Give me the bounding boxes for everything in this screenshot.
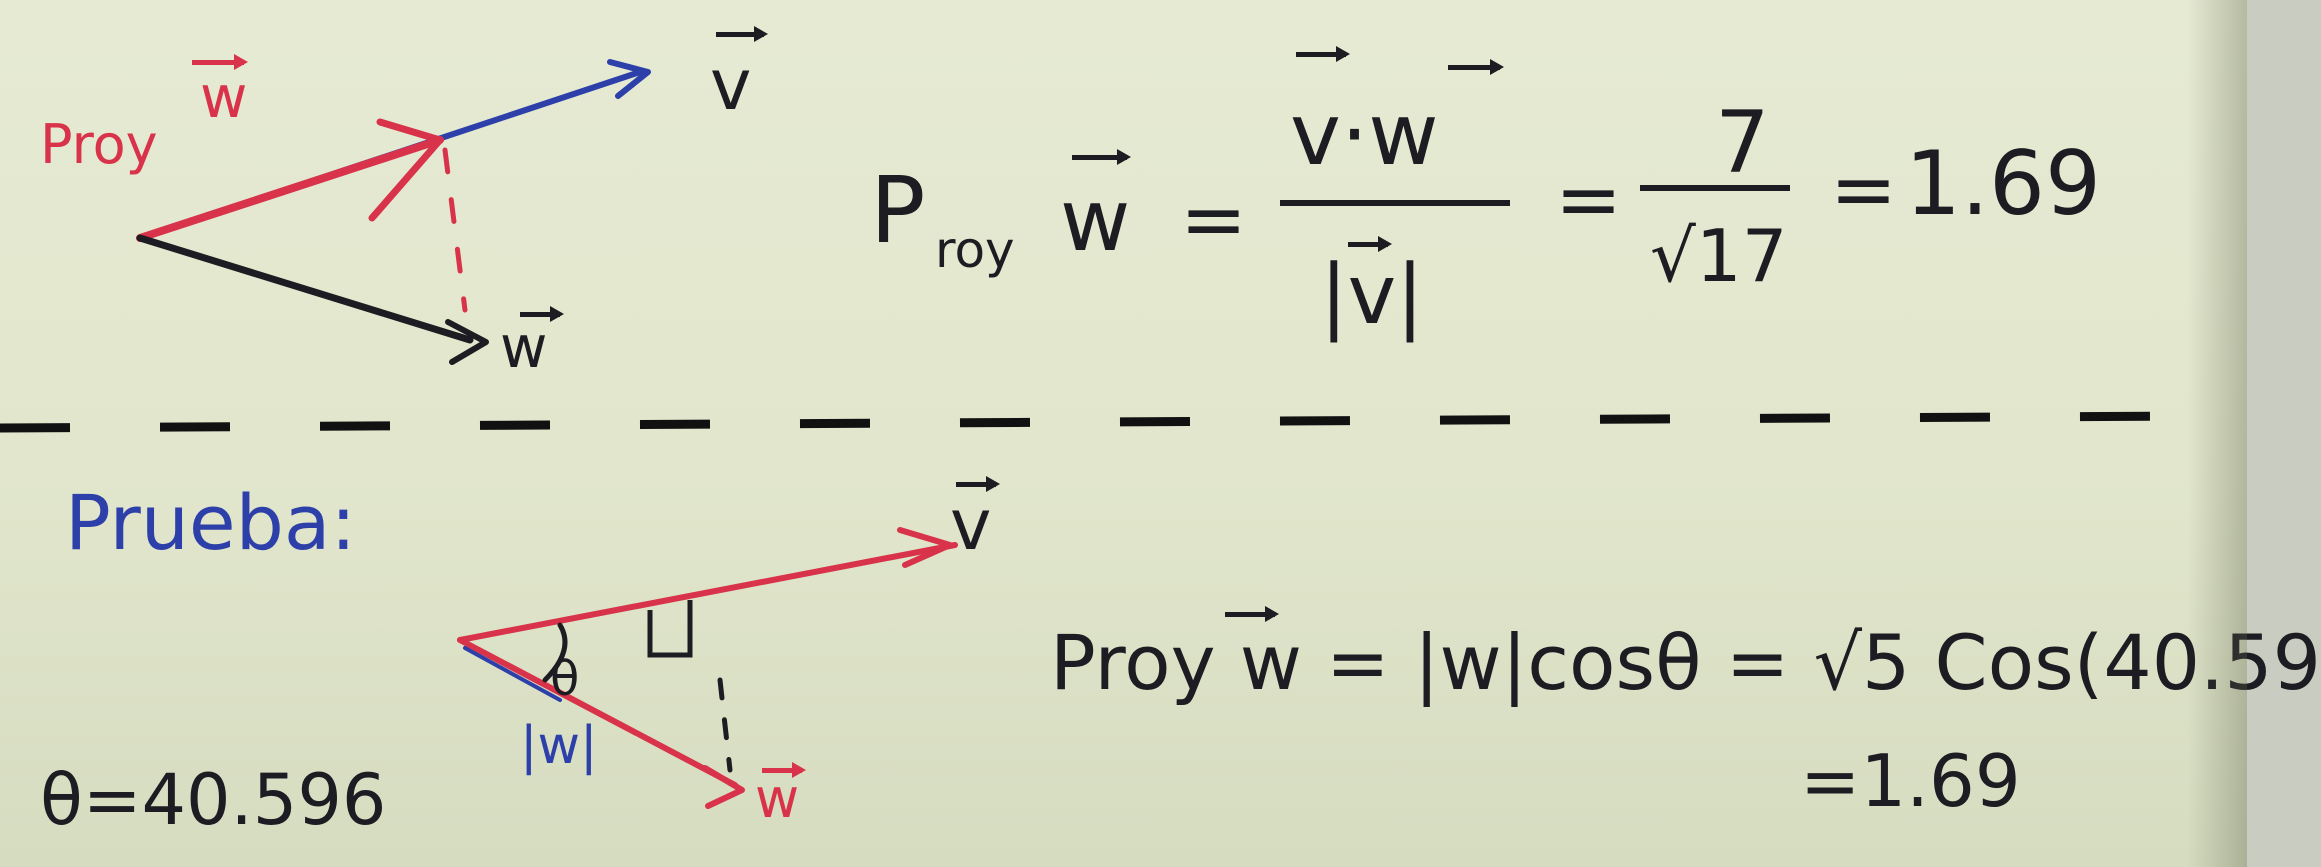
label-w-bottom: w xyxy=(755,767,800,830)
formula-eq2: = xyxy=(1555,153,1623,246)
formula-proy-p: P xyxy=(870,157,926,264)
formula-eq1: = xyxy=(1180,173,1248,266)
formula-result: 1.69 xyxy=(1905,132,2101,235)
label-v-top-arrow-icon xyxy=(716,26,768,42)
top-projection xyxy=(136,136,444,242)
label-theta: θ xyxy=(550,651,580,707)
bottom-formula-line2: =1.69 xyxy=(1800,739,2021,823)
formula-proy-w: w xyxy=(1060,171,1131,271)
separator-dashes xyxy=(0,411,2201,433)
bottom-vector-w xyxy=(457,637,738,788)
diagram-layer xyxy=(0,59,2201,809)
label-proj-w-arrow-icon xyxy=(192,54,248,70)
numerator-w-arrow-icon xyxy=(1448,59,1504,75)
theta-value: θ=40.596 xyxy=(40,759,387,841)
top-vector-w-arrowhead xyxy=(445,319,489,365)
label-proj-w: w xyxy=(200,63,248,131)
label-proy: Proy xyxy=(40,113,158,176)
top-diagram xyxy=(136,59,651,365)
label-w-bottom-arrow-icon xyxy=(762,762,806,778)
bottom-dashed-perpendicular xyxy=(717,677,733,773)
label-abs-w: |w| xyxy=(520,716,598,776)
formula-proy-sub: roy xyxy=(935,221,1015,279)
bottom-vector-w-blue xyxy=(463,646,562,702)
top-vector-v-arrowhead xyxy=(607,59,651,99)
fraction-bar-1 xyxy=(1280,200,1510,206)
formula-frac2-den: √17 xyxy=(1650,214,1788,298)
top-vector-w xyxy=(136,234,474,344)
angle-arc xyxy=(542,622,568,683)
top-dashed-perpendicular xyxy=(442,147,468,313)
bottom-vector-v-arrowhead xyxy=(897,527,953,568)
formula-proy-w-arrow-icon xyxy=(1072,149,1131,165)
formula-frac2-num: 7 xyxy=(1715,93,1770,193)
top-projection-arrowhead xyxy=(368,118,444,222)
formula-numerator: v·w xyxy=(1290,85,1439,185)
bottom-formula-line1: Proy w = |w|cosθ = √5 Cos(40.59 xyxy=(1050,618,2321,707)
bottom-vector-v xyxy=(457,542,958,643)
bottom-vector-w-arrowhead xyxy=(702,765,745,809)
label-w-top: w xyxy=(500,313,548,381)
bottom-formula-w-arrow-icon xyxy=(1225,606,1279,622)
label-v-bottom-arrow-icon xyxy=(956,476,1000,492)
label-v-top: v xyxy=(710,44,752,126)
right-angle-mark xyxy=(647,600,693,658)
bottom-diagram xyxy=(457,527,958,809)
denominator-v-arrow-icon xyxy=(1348,236,1392,252)
label-v-bottom: v xyxy=(950,484,992,566)
numerator-v-arrow-icon xyxy=(1296,46,1350,62)
formula-denominator: |v| xyxy=(1320,248,1424,343)
label-w-top-arrow-icon xyxy=(520,306,564,322)
fraction-bar-2 xyxy=(1640,185,1790,191)
prueba-heading: Prueba: xyxy=(65,478,357,567)
formula-eq3: = xyxy=(1830,143,1898,236)
